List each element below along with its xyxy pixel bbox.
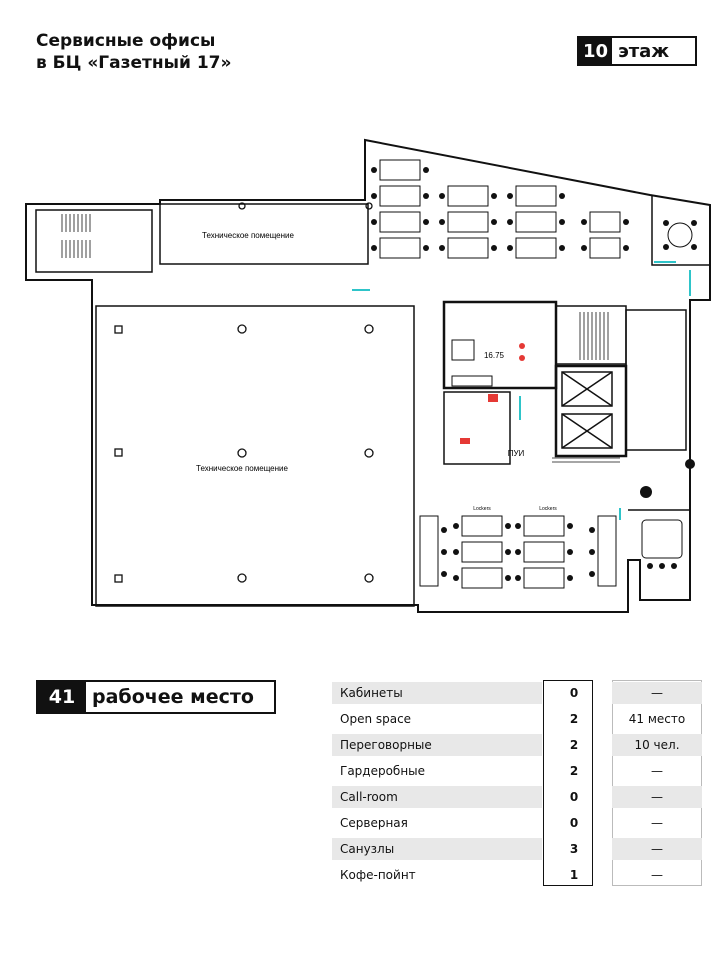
row-count: 2 <box>569 712 579 726</box>
row-count: 0 <box>569 790 579 804</box>
workplaces-badge: 41 рабочее место <box>36 680 276 714</box>
row-label: Call-room <box>332 786 542 808</box>
table-row: Кофе-пойнт 1 — <box>332 864 702 886</box>
row-extra: 41 место <box>628 712 686 726</box>
table-row: Open space 2 41 место <box>332 708 702 730</box>
table-row: Санузлы 3 — <box>332 838 702 860</box>
floor-badge: 10 этаж <box>577 36 698 66</box>
row-extra: — <box>651 868 663 882</box>
row-extra: — <box>612 682 702 704</box>
row-label: Переговорные <box>332 734 542 756</box>
table-row: Переговорные 2 10 чел. <box>332 734 702 756</box>
row-count: 1 <box>569 868 579 882</box>
row-label: Серверная <box>340 816 408 830</box>
row-label: Санузлы <box>332 838 542 860</box>
workplaces-count: 41 <box>38 682 86 712</box>
row-label: Кофе-пойнт <box>340 868 416 882</box>
row-label: Кабинеты <box>332 682 542 704</box>
count-column-frame <box>543 680 593 886</box>
row-label: Open space <box>340 712 412 726</box>
label-lockers-left: Lockers <box>473 506 491 512</box>
row-count: 0 <box>569 686 579 700</box>
floor-label: этаж <box>618 40 670 62</box>
floor-number: 10 <box>579 38 613 64</box>
page-title: Сервисные офисы в БЦ «Газетный 17» <box>36 30 231 74</box>
label-tech-room-top: Техническое помещение <box>202 231 294 240</box>
title-line-1: Сервисные офисы <box>36 31 216 51</box>
row-label: Гардеробные <box>340 764 426 778</box>
table-row: Call-room 0 — <box>332 786 702 808</box>
row-extra: — <box>651 816 663 830</box>
row-extra: — <box>612 786 702 808</box>
row-count: 2 <box>569 764 579 778</box>
title-line-2: в БЦ «Газетный 17» <box>36 53 232 73</box>
table-row: Гардеробные 2 — <box>332 760 702 782</box>
label-tech-room-big: Техническое помещение <box>196 464 288 473</box>
workplaces-label: рабочее место <box>92 686 254 708</box>
extra-column-frame <box>612 680 702 886</box>
row-count: 3 <box>569 842 579 856</box>
row-extra: — <box>612 838 702 860</box>
row-extra: 10 чел. <box>612 734 702 756</box>
row-count: 2 <box>569 738 579 752</box>
floor-plan: Техническое помещение Техническое помеще… <box>25 138 711 613</box>
row-count: 0 <box>569 816 579 830</box>
table-row: Кабинеты 0 — <box>332 682 702 704</box>
table-row: Серверная 0 — <box>332 812 702 834</box>
label-pui: ПУИ <box>508 449 525 458</box>
label-room-area: 16.75 <box>484 351 505 360</box>
row-extra: — <box>651 764 663 778</box>
label-lockers-right: Lockers <box>539 506 557 512</box>
